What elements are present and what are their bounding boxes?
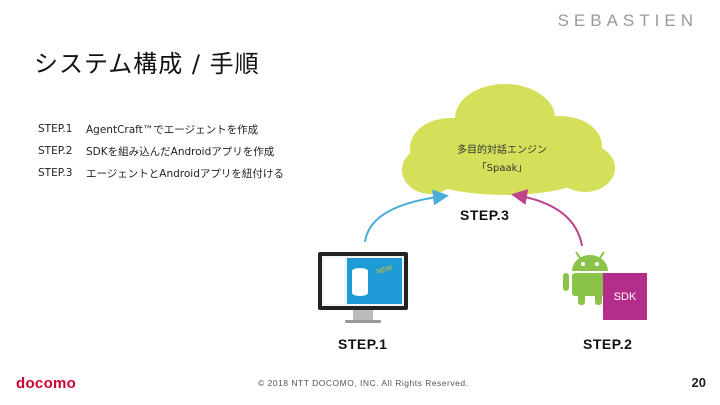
step-item-1: STEP.1 AgentCraft™でエージェントを作成 [38,118,284,140]
step-item-3: STEP.3 エージェントとAndroidアプリを紐付ける [38,162,284,184]
monitor-icon [318,252,408,323]
arrow-step1-to-cloud [364,189,449,243]
docomo-logo: docomo [16,375,77,392]
step-text: SDKを組み込んだAndroidアプリを作成 [86,145,275,158]
step-text: エージェントとAndroidアプリを紐付ける [86,167,284,180]
page-number: 20 [691,375,706,390]
new-badge: NEW [376,265,395,276]
sdk-box: SDK [603,273,647,320]
step2-label: STEP.2 [583,336,633,352]
step-text: AgentCraft™でエージェントを作成 [86,123,259,136]
step1-label: STEP.1 [338,336,388,352]
step-number: STEP.1 [38,123,73,135]
brand-logo: SEBASTIEN [557,11,698,30]
sdk-label: SDK [613,290,637,303]
cloud-icon [402,84,615,195]
copyright-text: © 2018 NTT DOCOMO, INC. All Rights Reser… [258,378,469,388]
slide-title: システム構成 / 手順 [34,50,260,78]
arrow-step2-to-cloud [511,189,583,247]
step-number: STEP.2 [38,145,73,157]
step-item-2: STEP.2 SDKを組み込んだAndroidアプリを作成 [38,140,284,162]
steps-list: STEP.1 AgentCraft™でエージェントを作成 STEP.2 SDKを… [38,118,284,184]
step3-label: STEP.3 [460,207,510,223]
cloud-line2: 「Spaak」 [476,163,528,174]
cloud-line1: 多目的対話エンジン [457,145,547,156]
step-number: STEP.3 [38,167,73,179]
